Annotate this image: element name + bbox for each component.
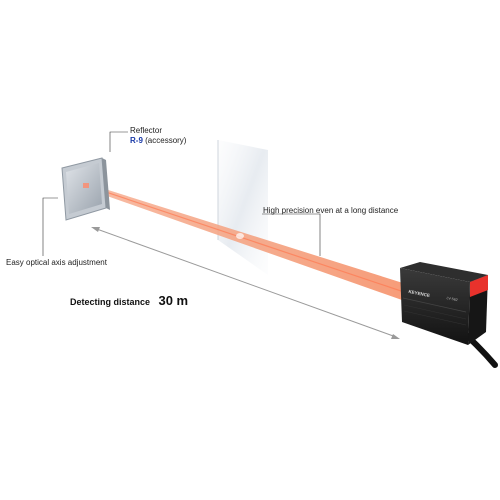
axis-leader-line <box>42 197 58 256</box>
beam-spot <box>236 233 244 239</box>
high-precision-label: High precision even at a long distance <box>263 206 399 215</box>
sensor-indicator <box>470 275 488 297</box>
detecting-distance-value: 30 m <box>158 293 189 308</box>
reflector-model-line: R-9 (accessory) <box>130 136 186 146</box>
reflector-title: Reflector <box>130 126 163 135</box>
translucent-panel <box>218 140 268 275</box>
optical-axis-label: Easy optical axis adjustment <box>6 258 107 267</box>
sensor-icon <box>400 262 498 368</box>
distance-arrow <box>91 227 400 339</box>
detecting-distance-text: Detecting distance <box>70 297 151 307</box>
reflector-note: (accessory) <box>145 136 187 145</box>
reflector-model: R-9 <box>130 136 143 145</box>
reflector-leader-line <box>109 131 128 152</box>
reflector-icon <box>61 157 110 221</box>
precision-leader-line <box>262 213 321 256</box>
reflector-label: Reflector R-9 (accessory) <box>130 126 186 146</box>
detecting-distance: Detecting distance 30 m <box>70 292 188 310</box>
laser-beam-core <box>87 185 405 293</box>
